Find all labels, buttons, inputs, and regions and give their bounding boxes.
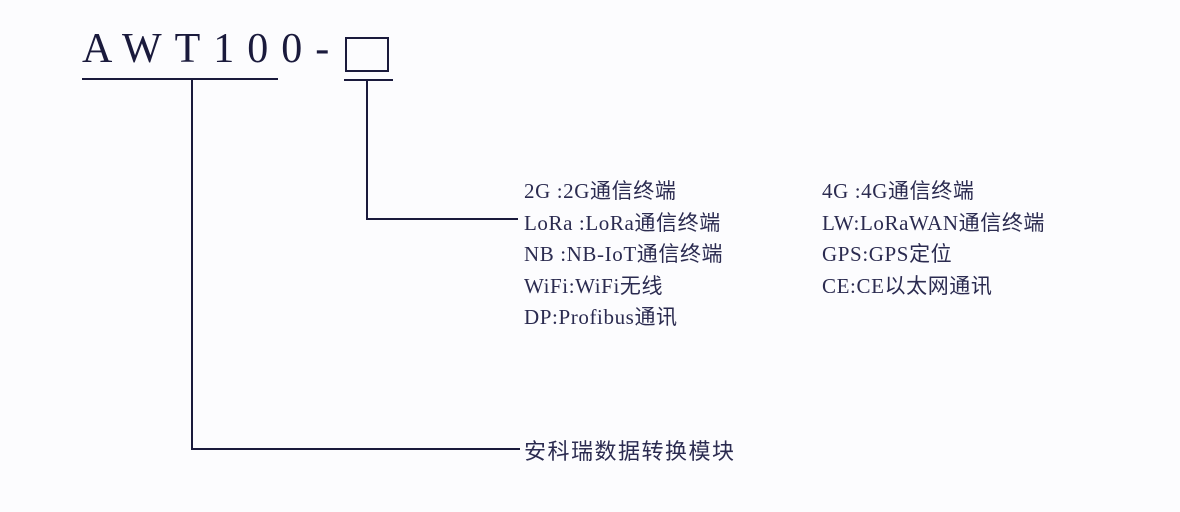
model-code-title: AWT100- bbox=[82, 26, 343, 72]
option-item: 2G :2G通信终端 bbox=[524, 179, 677, 203]
option-item: NB :NB-IoT通信终端 bbox=[524, 242, 724, 266]
option-item: GPS:GPS定位 bbox=[822, 242, 953, 266]
option-item: 4G :4G通信终端 bbox=[822, 179, 975, 203]
leader-stem-model bbox=[191, 79, 193, 450]
option-column-left: 2G :2G通信终端 LoRa :LoRa通信终端 NB :NB-IoT通信终端… bbox=[524, 176, 723, 334]
leader-line-options bbox=[366, 218, 518, 220]
option-item: LW:LoRaWAN通信终端 bbox=[822, 210, 1046, 235]
leader-stem-suffix bbox=[366, 79, 368, 220]
option-item: WiFi:WiFi无线 bbox=[524, 273, 664, 298]
option-item: DP:Profibus通讯 bbox=[524, 305, 678, 329]
option-item: CE:CE以太网通讯 bbox=[822, 273, 993, 298]
product-description-label: 安科瑞数据转换模块 bbox=[524, 439, 736, 464]
underline-suffix-box bbox=[344, 79, 393, 81]
option-column-right: 4G :4G通信终端 LW:LoRaWAN通信终端 GPS:GPS定位 CE:C… bbox=[822, 176, 1045, 302]
leader-line-bottom bbox=[191, 448, 520, 450]
option-item: LoRa :LoRa通信终端 bbox=[524, 210, 721, 235]
model-suffix-box bbox=[345, 37, 389, 72]
underline-model-base bbox=[82, 78, 278, 80]
